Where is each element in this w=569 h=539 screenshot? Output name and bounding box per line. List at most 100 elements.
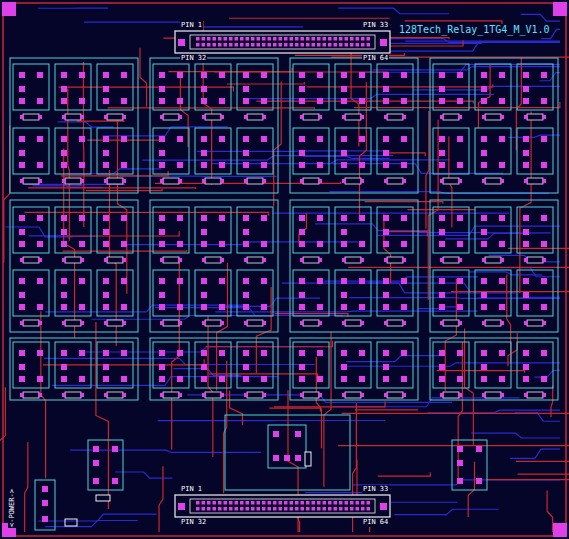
- top-trace: [551, 386, 553, 418]
- top-trace: [458, 342, 462, 480]
- relay-outline: [55, 64, 91, 110]
- relay-outline: [268, 425, 306, 468]
- relay-outline: [237, 64, 273, 110]
- relay-pad: [359, 98, 365, 104]
- diode-pad: [202, 393, 206, 397]
- relay-pad: [79, 304, 85, 310]
- diode-symbol: [485, 114, 501, 120]
- relay-pad: [439, 72, 445, 78]
- mounting-pad: [553, 523, 567, 537]
- relay-pad: [159, 292, 165, 298]
- relay-pad: [177, 215, 183, 221]
- diode-symbol: [345, 257, 361, 263]
- relay-pad: [61, 376, 67, 382]
- bottom-trace: [368, 283, 560, 291]
- relay-pad: [61, 72, 67, 78]
- relay-pad: [61, 229, 67, 235]
- relay-pad: [177, 376, 183, 382]
- relay-pad: [261, 350, 267, 356]
- diode-pad: [500, 321, 504, 325]
- relay-pad: [439, 350, 445, 356]
- top-trace: [299, 213, 307, 243]
- bottom-trace: [445, 233, 531, 239]
- relay-outline: [475, 64, 511, 110]
- bottom-trace: [360, 64, 560, 72]
- relay-pad: [159, 278, 165, 284]
- pin-label: PIN 33: [362, 21, 389, 30]
- bottom-trace: [470, 272, 543, 275]
- diode-pad: [500, 393, 504, 397]
- relay-pad: [37, 278, 43, 284]
- diode-symbol: [527, 257, 543, 263]
- diode-pad: [262, 321, 266, 325]
- diode-symbol: [247, 178, 263, 184]
- relay-outline: [55, 270, 91, 316]
- relay-pad: [439, 376, 445, 382]
- diode-symbol: [305, 452, 311, 466]
- relay-pad: [261, 304, 267, 310]
- relay-pad: [177, 98, 183, 104]
- relay-pad: [499, 215, 505, 221]
- diode-pad: [80, 115, 84, 119]
- bottom-trace: [510, 449, 560, 458]
- relay-pad: [201, 350, 207, 356]
- diode-symbol: [205, 257, 221, 263]
- relay-outline: [517, 207, 553, 253]
- diode-pad: [482, 321, 486, 325]
- relay-pad: [159, 72, 165, 78]
- relay-pad: [317, 215, 323, 221]
- diode-symbol: [107, 392, 123, 398]
- diode-symbol: [65, 392, 81, 398]
- diode-pad: [300, 115, 304, 119]
- relay-pad: [299, 350, 305, 356]
- diode-pad: [440, 321, 444, 325]
- header-connector: [175, 31, 390, 53]
- diode-symbol: [107, 114, 123, 120]
- relay-outline: [433, 342, 469, 388]
- relay-pad: [341, 150, 347, 156]
- board-outline: [3, 3, 566, 536]
- diode-pad: [262, 258, 266, 262]
- relay-outline: [433, 207, 469, 253]
- relay-pad: [383, 229, 389, 235]
- diode-pad: [20, 115, 24, 119]
- relay-group-outline: [430, 338, 558, 400]
- relay-pad: [121, 376, 127, 382]
- diode-pad: [38, 321, 42, 325]
- relay-pad: [79, 278, 85, 284]
- diode-pad: [402, 179, 406, 183]
- relay-outline: [335, 270, 371, 316]
- relay-pad: [219, 72, 225, 78]
- diode-pad: [20, 321, 24, 325]
- diode-pad: [482, 393, 486, 397]
- diode-pad: [122, 115, 126, 119]
- relay-pad: [341, 229, 347, 235]
- diode-pad: [220, 258, 224, 262]
- relay-pad: [299, 98, 305, 104]
- diode-symbol: [527, 114, 543, 120]
- diode-pad: [178, 393, 182, 397]
- bottom-trace: [38, 7, 108, 8]
- diode-symbol: [345, 392, 361, 398]
- relay-pad: [61, 241, 67, 247]
- relay-pad: [37, 350, 43, 356]
- diode-pad: [342, 393, 346, 397]
- relay-pad: [359, 162, 365, 168]
- diode-pad: [38, 393, 42, 397]
- diode-symbol: [247, 257, 263, 263]
- diode-pad: [202, 321, 206, 325]
- relay-pad: [103, 98, 109, 104]
- relay-pad: [383, 215, 389, 221]
- pin-label: PIN 1: [180, 485, 203, 494]
- relay-pad: [401, 350, 407, 356]
- top-trace: [68, 88, 70, 240]
- relay-pad: [201, 364, 207, 370]
- diode-pad: [300, 321, 304, 325]
- relay-pad: [19, 162, 25, 168]
- bottom-trace: [315, 224, 430, 231]
- diode-symbol: [163, 392, 179, 398]
- diode-symbol: [65, 114, 81, 120]
- diode-pad: [160, 393, 164, 397]
- relay-pad: [299, 136, 305, 142]
- relay-outline: [237, 207, 273, 253]
